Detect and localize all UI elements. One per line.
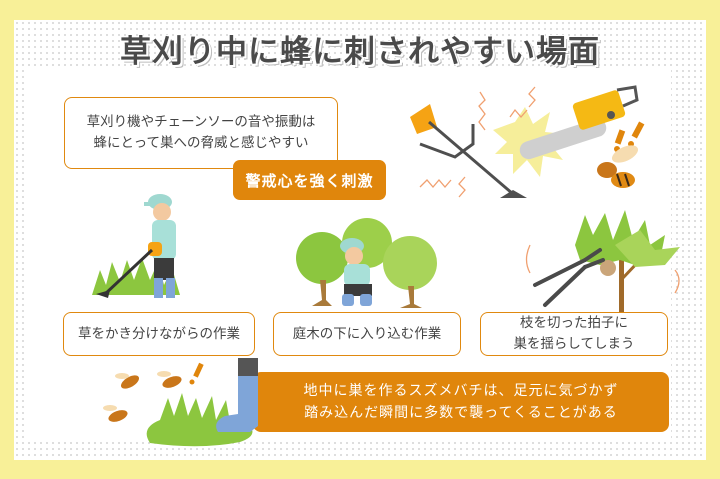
pruning-shears-tree-illustration (515, 205, 685, 315)
noise-vibration-box: 草刈り機やチェーンソーの音や振動は 蜂にとって巣への脅威と感じやすい (64, 97, 338, 169)
scene-label-trees: 庭木の下に入り込む作業 (273, 312, 461, 356)
worker-under-trees-illustration (292, 218, 442, 310)
worker-trimming-grass-illustration (92, 190, 202, 305)
scene-label-branch-line1: 枝を切った拍子に (519, 315, 628, 331)
page-title: 草刈り中に蜂に刺されやすい場面 (120, 34, 600, 70)
ground-nest-warning-box: 地中に巣を作るスズメバチは、足元に気づかず 踏み込んだ瞬間に多数で襲ってくること… (253, 372, 669, 432)
alert-badge: 警戒心を強く刺激 (233, 160, 386, 200)
scene-label-trees-text: 庭木の下に入り込む作業 (292, 325, 442, 342)
scene-label-grass: 草をかき分けながらの作業 (63, 312, 255, 356)
ground-nest-line1: 地中に巣を作るスズメバチは、足元に気づかず (303, 383, 619, 399)
scene-label-branch-line2: 巣を揺らしてしまう (513, 336, 635, 352)
connector-line (337, 148, 338, 160)
ground-nest-line2: 踏み込んだ瞬間に多数で襲ってくることがある (304, 405, 618, 421)
scene-label-grass-text: 草をかき分けながらの作業 (78, 325, 240, 342)
chainsaw-trimmer-illustration (395, 82, 685, 207)
scene-label-branch: 枝を切った拍子に 巣を揺らしてしまう (480, 312, 668, 356)
noise-vibration-line2: 蜂にとって巣への脅威と感じやすい (93, 135, 309, 151)
hornets-grass-boot-illustration (100, 358, 270, 450)
noise-vibration-line1: 草刈り機やチェーンソーの音や振動は (86, 114, 316, 130)
